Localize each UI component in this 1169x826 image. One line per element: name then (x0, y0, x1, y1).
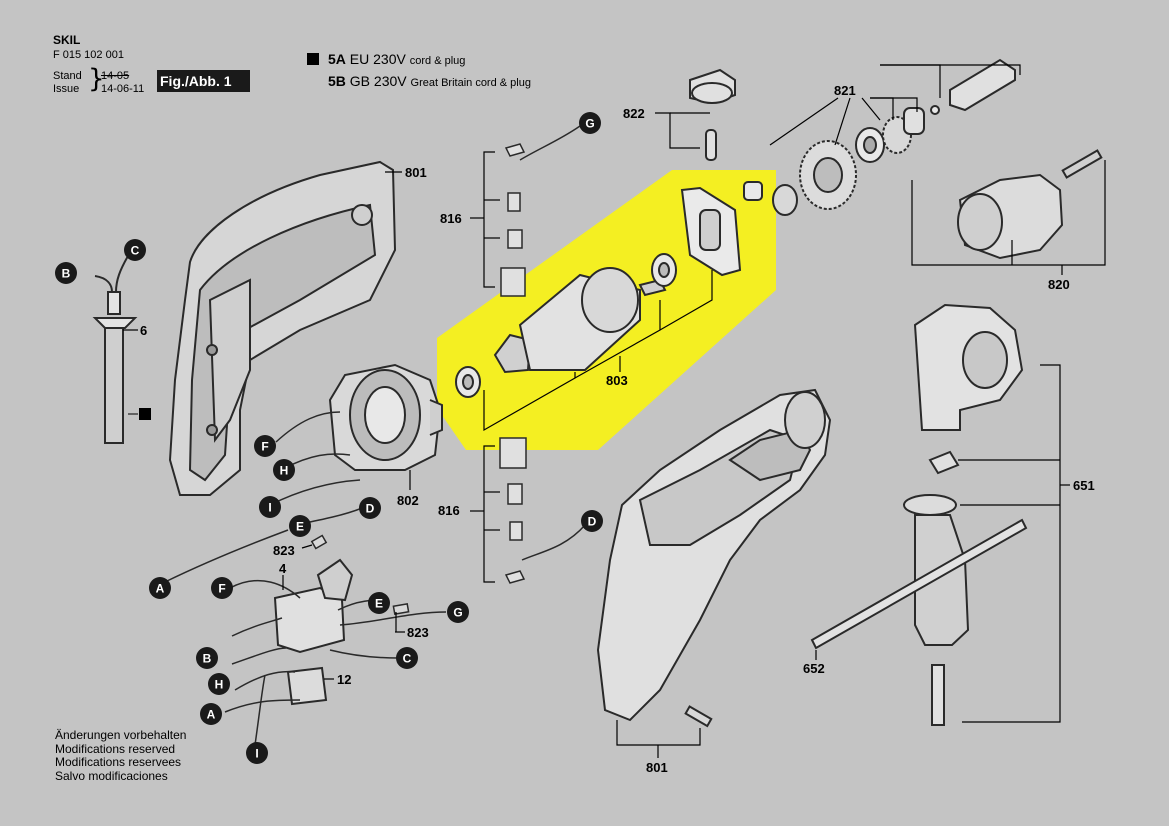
marker-f-bottom: F (211, 577, 233, 599)
marker-letter: B (203, 652, 212, 666)
marker-letter: H (280, 464, 289, 478)
marker-f-top: F (254, 435, 276, 457)
marker-e-top: E (289, 515, 311, 537)
part-label-801-drill: 801 (646, 760, 668, 775)
marker-letter: E (296, 520, 304, 534)
legend-square-icon (307, 53, 319, 65)
legend-item-5a: 5A EU 230V cord & plug (328, 51, 465, 69)
brush-holder-bottom (499, 437, 527, 584)
note-line: Modifications reservees (55, 755, 182, 769)
marker-h-top: H (273, 459, 295, 481)
brand-name: SKIL (53, 33, 81, 47)
figure-label: Fig./Abb. 1 (157, 70, 250, 92)
brush-wires (519, 125, 586, 561)
part-label-6: 6 (140, 323, 147, 338)
part-label-823-top: 823 (273, 543, 295, 558)
depth-rod (810, 518, 1028, 650)
marker-d-right: D (581, 510, 603, 532)
legend-item-5b: 5B GB 230V Great Britain cord & plug (328, 73, 531, 91)
marker-letter: E (375, 597, 383, 611)
marker-letter: A (207, 708, 216, 722)
legend-voltage: GB 230V (349, 73, 407, 89)
marker-i-bottom: I (246, 742, 268, 764)
issue-value: 14-06-11 (101, 83, 145, 95)
marker-letter: I (268, 501, 271, 515)
marker-i-top: I (259, 496, 281, 518)
legend-voltage: EU 230V (349, 51, 406, 67)
part-label-12: 12 (337, 672, 351, 687)
legend-desc: Great Britain cord & plug (410, 77, 531, 89)
part-label-823-bottom: 823 (407, 625, 429, 640)
note-line: Salvo modificaciones (55, 768, 168, 783)
drill-chuck (957, 149, 1103, 260)
part-label-651: 651 (1073, 478, 1095, 493)
field-coil (328, 363, 443, 471)
legend-desc: cord & plug (409, 55, 466, 67)
switch-assembly (273, 558, 354, 706)
marker-c-bottom: C (396, 647, 418, 669)
part-label-816-bottom: 816 (438, 503, 460, 518)
marker-e-bottom: E (368, 592, 390, 614)
marker-letter: C (403, 652, 412, 666)
marker-letter: G (453, 606, 462, 620)
marker-g-bottom: G (447, 601, 469, 623)
marker-g-top: G (579, 112, 601, 134)
document-code: F 015 102 001 (53, 49, 124, 61)
modification-notes: Änderungen vorbehalten Modifications res… (55, 728, 187, 783)
marker-a-top: A (149, 577, 171, 599)
part-label-803: 803 (606, 373, 628, 388)
auxiliary-handle-assembly (903, 303, 1024, 726)
marker-letter: D (588, 515, 597, 529)
part-label-822: 822 (623, 106, 645, 121)
marker-a-bottom: A (200, 703, 222, 725)
brace-glyph: } (88, 64, 105, 94)
stand-value: 14-05 (101, 70, 130, 82)
legend-code: 5A (328, 51, 346, 67)
note-line: Modifications reserved (55, 741, 176, 756)
part-label-820: 820 (1048, 277, 1070, 292)
marker-d-top: D (359, 497, 381, 519)
leader-lines (123, 64, 1106, 758)
issue-label: Issue (53, 83, 80, 95)
note-line: Änderungen vorbehalten (55, 728, 187, 742)
marker-letter: F (218, 582, 225, 596)
part-label-652: 652 (803, 661, 825, 676)
marker-c-top: C (124, 239, 146, 261)
stand-label: Stand (53, 70, 82, 82)
marker-letter: D (366, 502, 375, 516)
selector-knob (689, 68, 736, 161)
marker-letter: H (215, 678, 224, 692)
marker-b-bottom: B (196, 647, 218, 669)
power-cord (92, 255, 138, 444)
part-label-4: 4 (279, 561, 287, 576)
marker-letter: C (131, 244, 140, 258)
brush-holder-top (500, 143, 526, 297)
connector-823 (310, 534, 410, 616)
marker-letter: A (156, 582, 165, 596)
part-label-801-housing: 801 (405, 165, 427, 180)
part-label-821: 821 (834, 83, 856, 98)
marker-letter: F (261, 440, 268, 454)
armature (455, 181, 763, 398)
marker-letter: G (585, 117, 594, 131)
part-label-816-top: 816 (440, 211, 462, 226)
housing-half (168, 160, 397, 496)
marker-h-bottom: H (208, 673, 230, 695)
gear-set (772, 58, 1016, 216)
marker-letter: I (255, 747, 258, 761)
marker-b-top: B (55, 262, 77, 284)
legend-code: 5B (328, 73, 346, 89)
part-label-802: 802 (397, 493, 419, 508)
assembled-drill (596, 388, 832, 728)
marker-letter: B (62, 267, 71, 281)
cord-variant-square-icon (139, 408, 151, 420)
